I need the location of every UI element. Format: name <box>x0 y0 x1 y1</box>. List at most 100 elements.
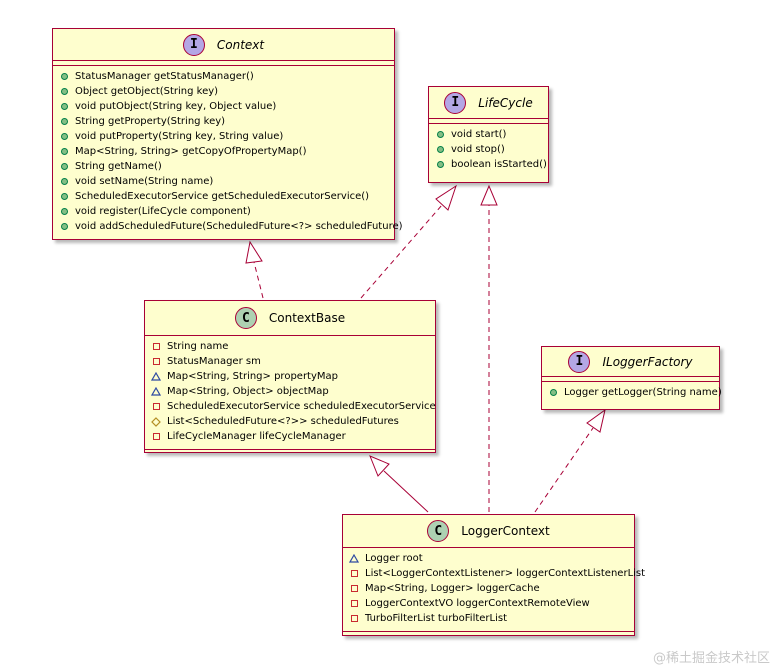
public-icon <box>59 72 69 82</box>
method-row: void stop() <box>435 142 540 157</box>
divider <box>53 65 394 66</box>
class-context: I Context StatusManager getStatusManager… <box>52 28 403 240</box>
interface-badge-icon: I <box>444 91 467 114</box>
class-lifecycle: I LifeCycle void start() void stop() boo… <box>428 86 549 183</box>
method-row: void setName(String name) <box>59 174 386 189</box>
class-header: C ContextBase <box>145 301 435 335</box>
public-icon <box>548 388 558 398</box>
class-badge-icon: C <box>234 307 257 329</box>
divider <box>145 335 435 336</box>
class-name: LifeCycle <box>478 95 533 110</box>
private-icon <box>349 614 359 624</box>
field-row: ScheduledExecutorService scheduledExecut… <box>151 399 436 414</box>
field-row: String name <box>151 339 427 354</box>
public-icon <box>59 207 69 217</box>
class-contextbase: C ContextBase String name StatusManager … <box>144 300 436 453</box>
divider <box>343 631 634 632</box>
public-icon <box>59 87 69 97</box>
method-row: void putObject(String key, Object value) <box>59 99 386 114</box>
method-list: void start() void stop() boolean isStart… <box>429 124 548 177</box>
package-icon <box>151 387 161 397</box>
method-row: Object getObject(String key) <box>59 84 386 99</box>
field-row: StatusManager sm <box>151 354 427 369</box>
field-list: String name StatusManager sm Map<String,… <box>145 336 436 449</box>
field-row: List<ScheduledFuture<?>> scheduledFuture… <box>151 414 427 429</box>
field-list: Logger root List<LoggerContextListener> … <box>343 548 645 631</box>
divider <box>429 123 548 124</box>
public-icon <box>435 145 445 155</box>
field-row: List<LoggerContextListener> loggerContex… <box>349 566 645 581</box>
private-icon <box>151 357 161 367</box>
public-icon <box>59 147 69 157</box>
private-icon <box>151 402 161 412</box>
public-icon <box>435 130 445 140</box>
edge-contextbase-context <box>253 261 264 299</box>
class-badge-icon: C <box>427 520 450 542</box>
method-row: ScheduledExecutorService getScheduledExe… <box>59 189 386 204</box>
field-row: Map<String, Logger> loggerCache <box>349 581 626 596</box>
realization-arrowhead <box>586 408 606 433</box>
public-icon <box>59 192 69 202</box>
method-row: void putProperty(String key, String valu… <box>59 129 386 144</box>
field-row: TurboFilterList turboFilterList <box>349 611 626 626</box>
edge-contextbase-lifecycle <box>360 204 443 299</box>
class-header: I Context <box>53 29 394 60</box>
divider <box>53 60 394 61</box>
public-icon <box>59 162 69 172</box>
method-row: Map<String, String> getCopyOfPropertyMap… <box>59 144 386 159</box>
field-row: Logger root <box>349 551 626 566</box>
class-iloggerfactory: I ILoggerFactory Logger getLogger(String… <box>541 346 722 410</box>
interface-badge-icon: I <box>182 33 205 56</box>
public-icon <box>435 160 445 170</box>
public-icon <box>59 132 69 142</box>
method-row: void start() <box>435 127 540 142</box>
class-name: ILoggerFactory <box>602 354 693 369</box>
method-row: void addScheduledFuture(ScheduledFuture<… <box>59 219 403 234</box>
method-row: String getName() <box>59 159 386 174</box>
divider <box>542 381 719 382</box>
package-icon <box>349 554 359 564</box>
protected-icon <box>151 416 161 427</box>
public-icon <box>59 222 69 232</box>
realization-arrowhead <box>435 184 457 211</box>
inheritance-arrowhead <box>369 455 390 477</box>
edge-loggercontext-iloggerfactory <box>534 427 594 513</box>
private-icon <box>151 342 161 352</box>
realization-arrowhead <box>480 184 498 206</box>
edge-loggercontext-contextbase <box>383 470 429 513</box>
method-row: StatusManager getStatusManager() <box>59 69 386 84</box>
method-list: StatusManager getStatusManager() Object … <box>53 66 403 239</box>
method-row: void register(LifeCycle component) <box>59 204 386 219</box>
method-row: String getProperty(String key) <box>59 114 386 129</box>
divider <box>343 547 634 548</box>
method-row: boolean isStarted() <box>435 157 547 172</box>
class-loggercontext: C LoggerContext Logger root List<LoggerC… <box>342 514 645 636</box>
class-name: Context <box>216 37 265 52</box>
public-icon <box>59 102 69 112</box>
field-row: LoggerContextVO loggerContextRemoteView <box>349 596 626 611</box>
class-name: LoggerContext <box>461 524 550 538</box>
package-icon <box>151 372 161 382</box>
field-row: LifeCycleManager lifeCycleManager <box>151 429 427 444</box>
realization-arrowhead <box>245 240 263 264</box>
interface-badge-icon: I <box>568 350 591 373</box>
class-header: I ILoggerFactory <box>542 347 719 376</box>
method-row: Logger getLogger(String name) <box>548 385 722 400</box>
public-icon <box>59 177 69 187</box>
private-icon <box>349 584 359 594</box>
method-list: Logger getLogger(String name) <box>542 382 722 405</box>
field-row: Map<String, String> propertyMap <box>151 369 427 384</box>
public-icon <box>59 117 69 127</box>
class-header: C LoggerContext <box>343 515 634 547</box>
private-icon <box>349 599 359 609</box>
divider <box>542 376 719 377</box>
field-row: Map<String, Object> objectMap <box>151 384 427 399</box>
class-header: I LifeCycle <box>429 87 548 118</box>
watermark: @稀土掘金技术社区 <box>652 651 770 666</box>
private-icon <box>151 432 161 442</box>
private-icon <box>349 569 359 579</box>
class-name: ContextBase <box>268 311 346 325</box>
divider <box>145 449 435 450</box>
divider <box>429 118 548 119</box>
